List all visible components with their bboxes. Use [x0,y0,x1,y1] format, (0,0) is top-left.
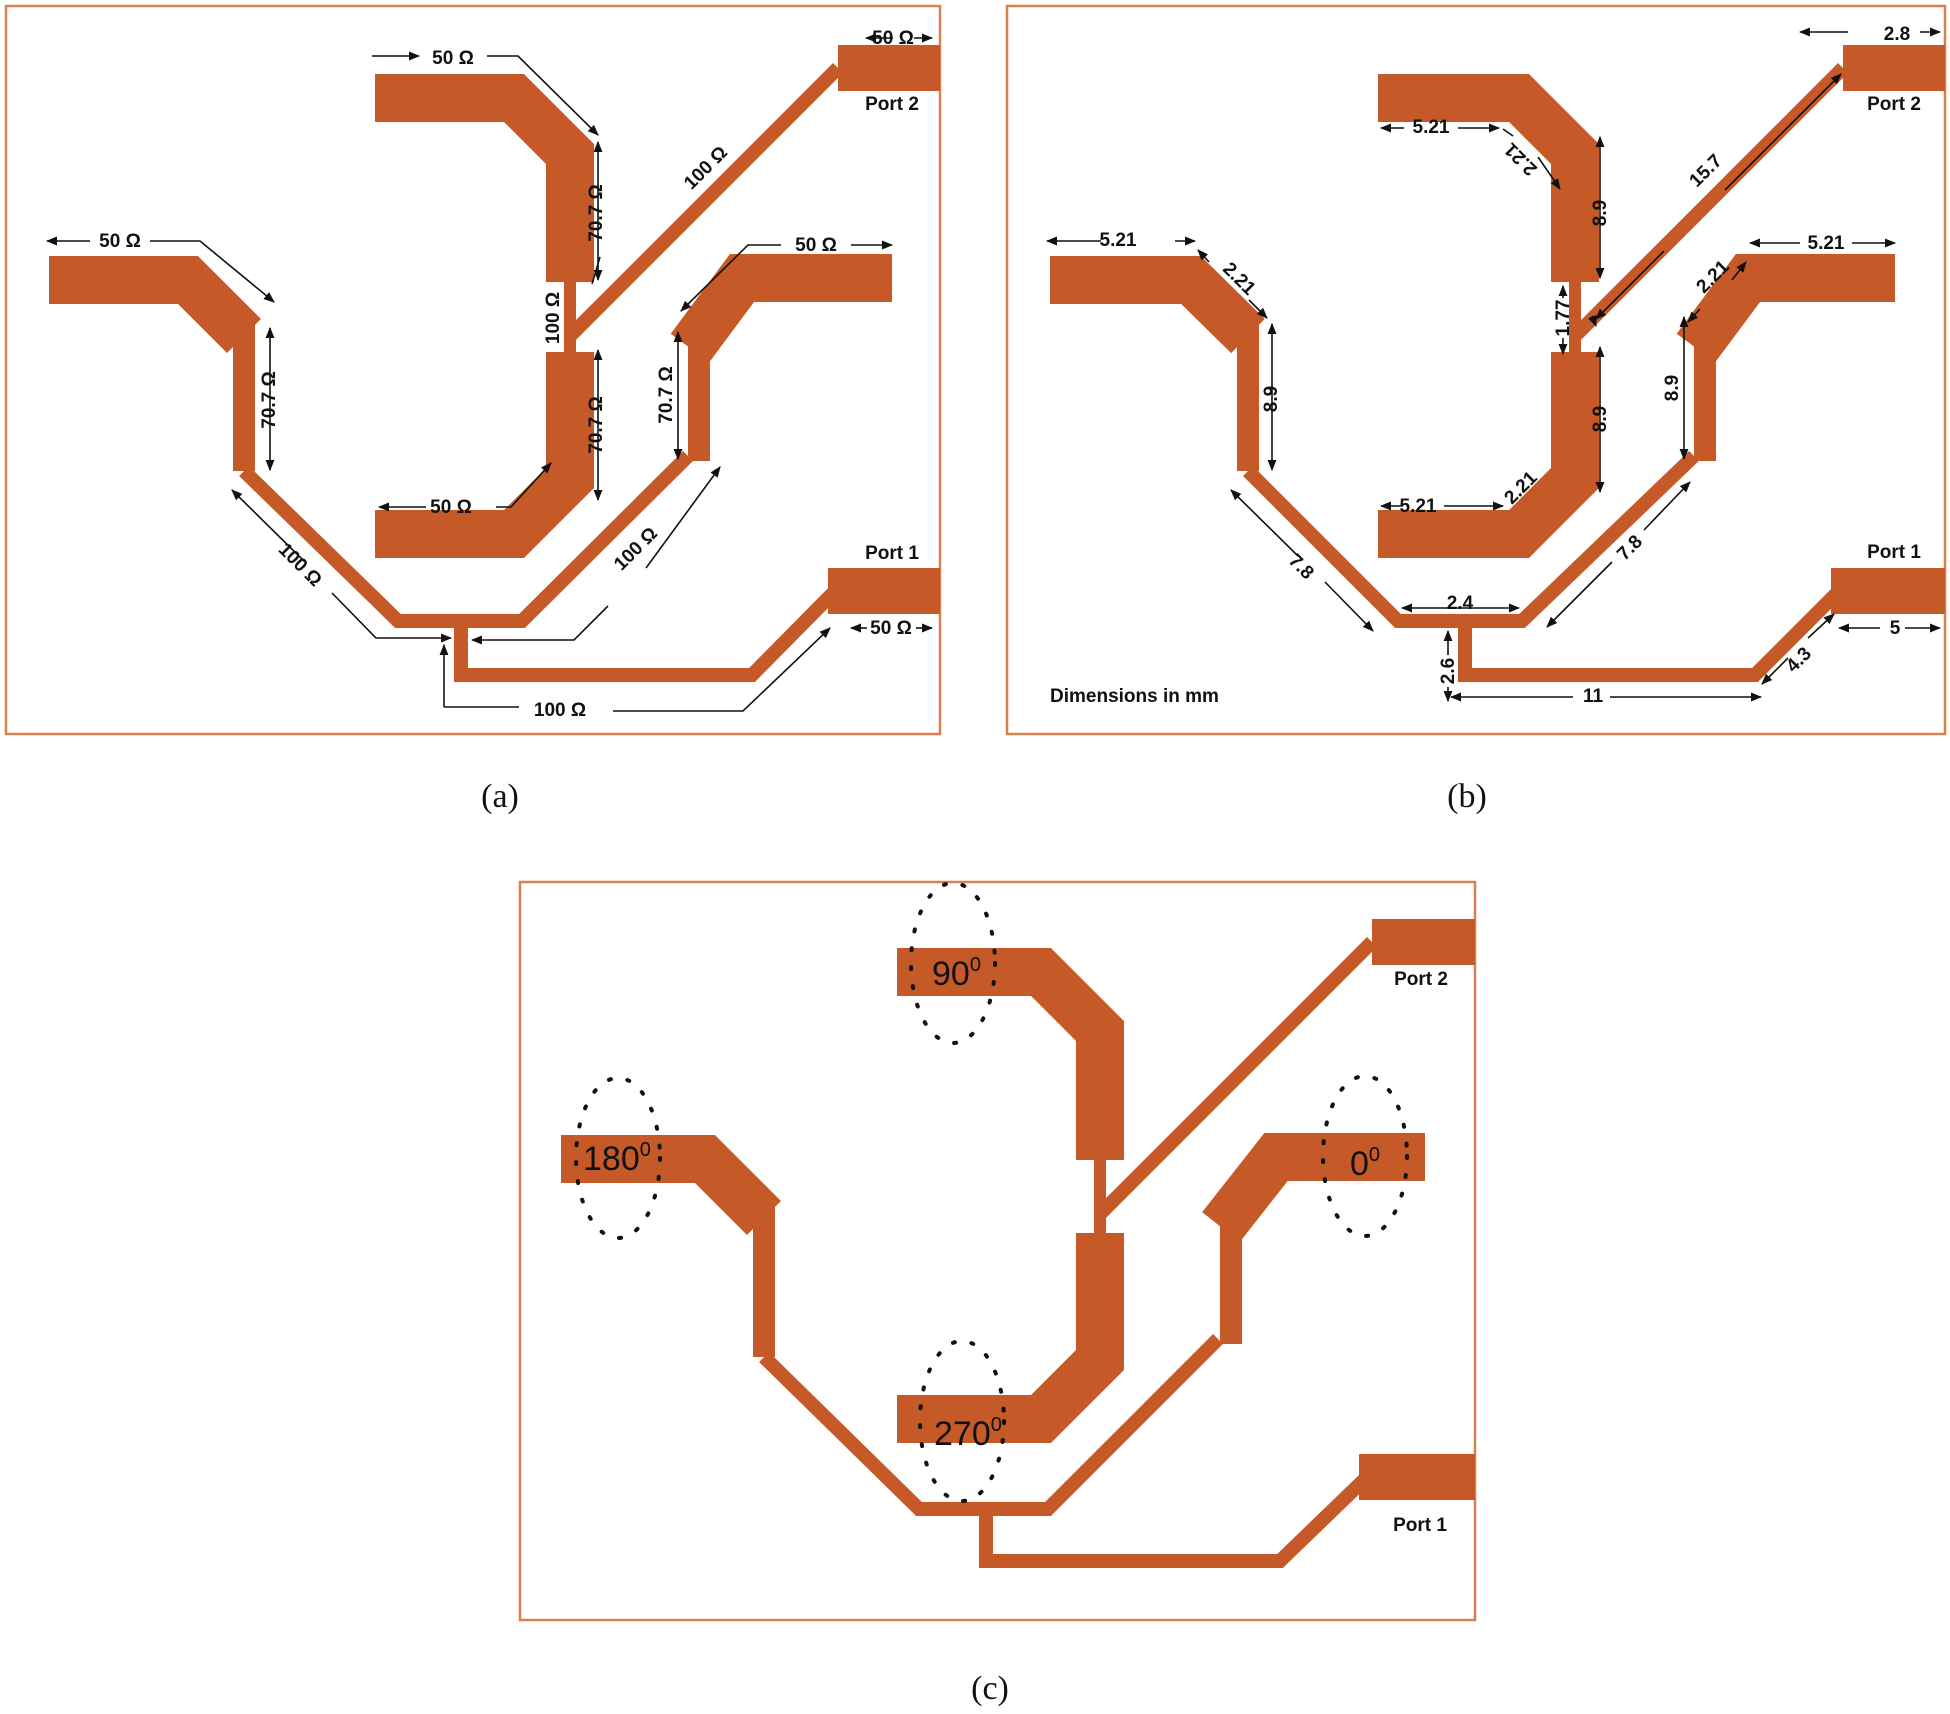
b-label-left-w: 5.21 [1100,230,1137,251]
phase-180: 1800 [583,1139,651,1178]
label-gap-100: 100 Ω [543,292,564,344]
bottom-center-pad [375,352,594,558]
b-label-port2-w: 2.8 [1884,24,1910,45]
panel-c-circuit [561,919,1475,1568]
b-bottom-pad [1378,352,1599,558]
label-bottom-100: 100 Ω [534,700,586,721]
b-label-left-vert: 8.9 [1261,386,1282,412]
left-branch [49,256,261,353]
b-port2-label: Port 2 [1867,94,1921,115]
phase-180-degree: 0 [640,1139,651,1161]
b-label-top-w: 5.21 [1413,117,1450,138]
b-port1-label: Port 1 [1867,542,1921,563]
b-label-gap: 1.77 [1553,300,1574,337]
ring-0 [1321,1074,1409,1238]
port2-label: Port 2 [865,94,919,115]
b-label-feed: 11 [1583,686,1604,707]
feed-line [454,585,841,682]
label-right-707: 70.7 Ω [656,366,677,424]
caption-a: (a) [481,778,519,815]
caption-b: (b) [1447,778,1487,815]
c-diag-line [1095,937,1377,1219]
b-label-lower-vert: 8.9 [1590,406,1611,432]
diag-100-line [565,63,843,341]
ring-270 [918,1339,1006,1503]
panel-a-circuit [49,45,940,682]
label-lower-707: 70.7 Ω [586,396,607,454]
b-feed-line [1458,585,1845,682]
right-branch [670,254,892,363]
port1-label: Port 1 [865,543,919,564]
b-label-port1-len: 5 [1890,618,1901,639]
ring-180 [574,1076,662,1240]
panel-a: 50 Ω 50 Ω Port 2 70.7 Ω 100 Ω 100 Ω 70.7… [4,4,942,815]
phase-0-degree: 0 [1369,1144,1380,1166]
panel-a-dimensions [45,33,934,712]
c-top-pad [897,948,1124,1160]
phase-90-degree: 0 [970,954,981,976]
panel-c-phase-markers: 900 1800 2700 00 [574,881,1409,1503]
panel-c: 900 1800 2700 00 Port 2 Port 1 (c) [518,880,1477,1707]
phase-0-value: 0 [1350,1145,1369,1183]
panel-b: 5.21 2.21 8.9 1.77 8.9 5.21 2.21 15.7 2.… [1005,4,1947,815]
b-label-upper-vert: 8.9 [1590,200,1611,226]
c-feed-line [979,1470,1373,1568]
top-left-pad [375,74,594,282]
b-dimensions-note: Dimensions in mm [1050,686,1219,707]
b-label-mid-w: 2.4 [1447,593,1474,614]
panel-b-dimensions [1045,27,1942,703]
panel-b-circuit [1050,45,1945,682]
b-label-right-vert: 8.9 [1662,375,1683,401]
c-right-branch [1202,1133,1425,1242]
phase-180-value: 180 [583,1140,640,1178]
phase-90: 900 [932,954,981,993]
c-port2-label: Port 2 [1394,969,1448,990]
c-bottom-pad [897,1233,1124,1443]
label-upper-707: 70.7 Ω [586,184,607,242]
b-label-bottom-w: 5.21 [1400,496,1437,517]
label-port1-50: 50 Ω [870,618,912,639]
label-port2-50: 50 Ω [872,28,914,49]
label-bottom-center-50: 50 Ω [430,497,472,518]
caption-c: (c) [971,1670,1009,1707]
phase-270-value: 270 [934,1415,991,1453]
label-right-50: 50 Ω [795,235,837,256]
b-label-stub: 2.6 [1438,658,1459,684]
label-left-50: 50 Ω [99,231,141,252]
ring-90 [909,881,997,1045]
phase-270-degree: 0 [991,1414,1002,1436]
c-left-branch [561,1135,781,1235]
b-label-right-w: 5.21 [1808,233,1845,254]
label-top-left-50: 50 Ω [432,48,474,69]
phase-270: 2700 [934,1414,1002,1453]
b-top-pad [1378,74,1599,282]
label-left-707: 70.7 Ω [259,371,280,429]
b-diag-line [1570,63,1848,341]
phase-90-value: 90 [932,955,970,993]
b-left-branch [1050,256,1265,354]
c-port1-label: Port 1 [1393,1515,1447,1536]
b-right-branch [1676,254,1895,363]
phase-0: 00 [1350,1144,1380,1183]
